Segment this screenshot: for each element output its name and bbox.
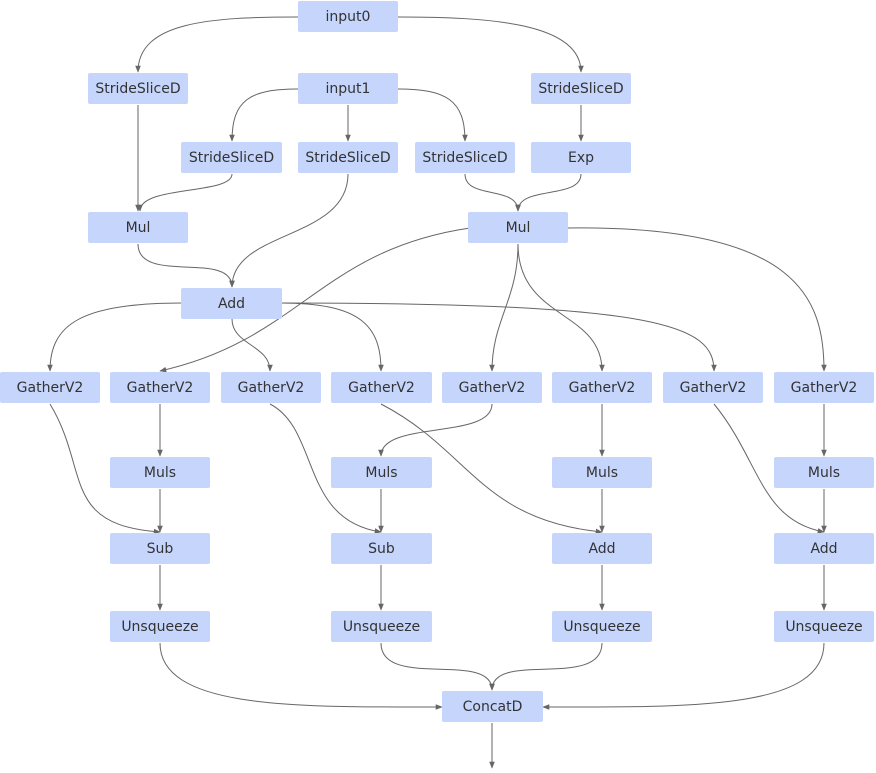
edge-stridesliced-mul-right [464, 173, 521, 212]
node-sub-2[interactable]: Sub [331, 533, 432, 564]
node-gatherv2-7[interactable]: GatherV2 [663, 372, 763, 403]
edge-add-gatherv2-4 [279, 302, 384, 372]
node-mul-left[interactable]: Mul [88, 212, 188, 243]
edge-mul-right-gatherv2-8 [567, 227, 827, 372]
node-muls-1[interactable]: Muls [110, 457, 210, 488]
node-add-1[interactable]: Add [552, 533, 652, 564]
edge-gatherv2-7-add-2 [713, 403, 825, 534]
edge-unsqueeze-3-concatd [489, 642, 603, 691]
edge-add-gatherv2-3 [231, 318, 273, 372]
edge-gatherv2-3-sub-2 [269, 403, 382, 534]
edge-gatherv2-4-add-1 [380, 403, 603, 535]
node-add-top[interactable]: Add [181, 288, 282, 319]
node-gatherv2-2[interactable]: GatherV2 [110, 372, 210, 403]
node-muls-2[interactable]: Muls [331, 457, 432, 488]
node-input1[interactable]: input1 [298, 73, 398, 104]
node-gatherv2-8[interactable]: GatherV2 [774, 372, 874, 403]
node-gatherv2-3[interactable]: GatherV2 [221, 372, 321, 403]
node-stridesliced-2[interactable]: StrideSliceD [298, 142, 398, 173]
node-stridesliced-1[interactable]: StrideSliceD [181, 142, 282, 173]
edge-input0-stridesliced-left [135, 16, 299, 73]
node-stridesliced-right[interactable]: StrideSliceD [531, 73, 631, 104]
node-sub-1[interactable]: Sub [110, 533, 210, 564]
edge-unsqueeze-1-concatd [159, 642, 443, 710]
edge-mul-right-gatherv2-5 [489, 243, 519, 372]
edge-unsqueeze-2-concatd [380, 642, 495, 691]
edge-unsqueeze-4-concatd [542, 642, 825, 710]
edge-exp-mul-right [515, 173, 582, 212]
edge-mul-right-gatherv2-2 [159, 227, 471, 373]
edge-gatherv2-5-muls-2 [378, 403, 493, 457]
edge-stridesliced-add [229, 173, 349, 288]
node-muls-4[interactable]: Muls [774, 457, 874, 488]
node-unsqueeze-4[interactable]: Unsqueeze [774, 611, 874, 642]
node-gatherv2-4[interactable]: GatherV2 [331, 372, 432, 403]
node-unsqueeze-2[interactable]: Unsqueeze [331, 611, 432, 642]
node-gatherv2-5[interactable]: GatherV2 [442, 372, 542, 403]
edge-add-gatherv2-7 [279, 302, 717, 372]
node-stridesliced-3[interactable]: StrideSliceD [415, 142, 515, 173]
node-mul-right[interactable]: Mul [468, 212, 568, 243]
node-input0[interactable]: input0 [298, 1, 398, 32]
node-exp[interactable]: Exp [531, 142, 631, 173]
node-muls-3[interactable]: Muls [552, 457, 652, 488]
edge-input0-stridesliced-right [397, 16, 584, 73]
node-stridesliced-left[interactable]: StrideSliceD [88, 73, 188, 104]
edge-mul-right-gatherv2-6 [517, 243, 605, 372]
edge-mul-left-add [137, 243, 235, 288]
node-gatherv2-6[interactable]: GatherV2 [552, 372, 652, 403]
node-unsqueeze-3[interactable]: Unsqueeze [552, 611, 652, 642]
edge-gatherv2-1-sub-1 [49, 403, 161, 535]
edge-stridesliced-mul-left-2 [137, 173, 233, 212]
edge-add-gatherv2-1 [47, 302, 183, 372]
edge-input1-stridesliced-3 [397, 88, 468, 142]
node-concatd[interactable]: ConcatD [442, 691, 543, 722]
edge-input1-stridesliced-1 [229, 88, 299, 142]
node-unsqueeze-1[interactable]: Unsqueeze [110, 611, 210, 642]
node-add-2[interactable]: Add [774, 533, 874, 564]
node-gatherv2-1[interactable]: GatherV2 [0, 372, 100, 403]
